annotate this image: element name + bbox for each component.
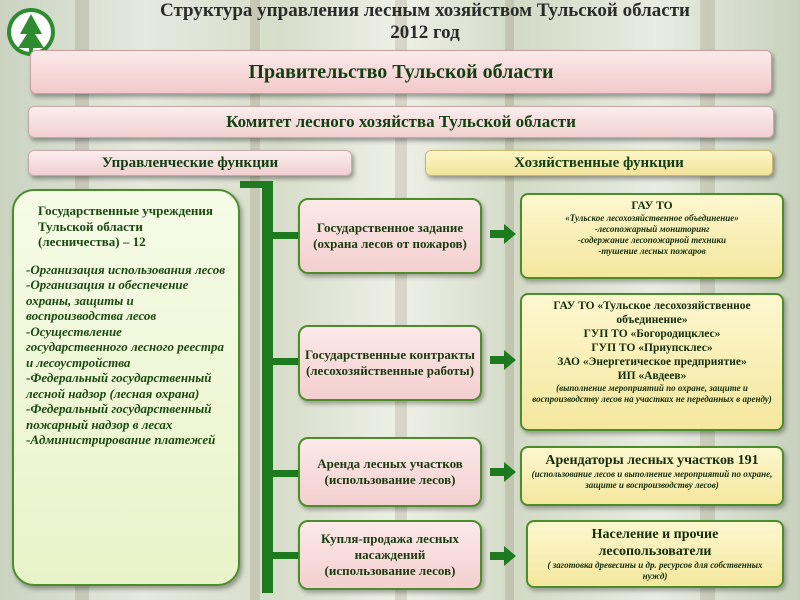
forest-lease-box: Аренда лесных участков (использование ле… — [298, 437, 482, 507]
mid-line1: Аренда лесных участков — [317, 456, 463, 471]
connector-line — [273, 470, 298, 477]
population-box: Население и прочие лесопользователи ( за… — [526, 520, 784, 588]
right-line: -лесопожарный мониторинг — [594, 224, 710, 234]
function-item: -Федеральный государственный пожарный на… — [26, 401, 212, 432]
population-note: ( заготовка древесины и др. ресурсов для… — [547, 560, 763, 581]
connector-line — [273, 552, 298, 559]
institutions-heading: Государственные учреждения Тульской обла… — [38, 203, 213, 249]
mid-line1: Государственное задание — [316, 220, 464, 235]
arrow-right-icon — [490, 546, 516, 566]
background-trunk — [250, 0, 260, 600]
right-line: «Тульское лесохозяйственное объединение» — [565, 213, 739, 223]
function-item: -Организация и обеспечение охраны, защит… — [26, 277, 189, 323]
forestry-institutions-panel: Государственные учреждения Тульской обла… — [12, 189, 240, 586]
management-functions-box: Управленческие функции — [28, 150, 352, 176]
mid-line2: (использование лесов) — [324, 472, 456, 487]
mid-line2: (лесохозяйственные работы) — [305, 363, 475, 378]
connector-spine — [262, 181, 273, 593]
right-line: -содержание лесопожарной техники — [577, 235, 727, 245]
leaseholders-note: (использование лесов и выполнение меропр… — [531, 469, 773, 490]
timber-sale-box: Купля-продажа лесных насаждений (использ… — [298, 520, 482, 590]
mid-line2: (охрана лесов от пожаров) — [313, 236, 467, 251]
right-head: ГАУ ТО — [631, 200, 673, 212]
contractor-name: ЗАО «Энергетическое предприятие» — [557, 356, 747, 368]
gau-to-box: ГАУ ТО «Тульское лесохозяйственное объед… — [520, 193, 784, 279]
arrow-right-icon — [490, 224, 516, 244]
contractor-name: ИП «Авдеев» — [617, 370, 687, 382]
contractor-name: ГУП ТО «Богородицклес» — [583, 328, 721, 340]
leaseholders-box: Арендаторы лесных участков 191 (использо… — [520, 446, 784, 506]
economic-functions-box: Хозяйственные функции — [425, 150, 773, 176]
arrow-right-icon — [490, 462, 516, 482]
mid-line2: (использование лесов) — [324, 563, 456, 578]
function-item: -Осуществление государственного лесного … — [26, 323, 225, 370]
page-title: Структура управления лесным хозяйством Т… — [60, 0, 790, 44]
background-trunk — [505, 0, 514, 600]
title-line1: Структура управления лесным хозяйством Т… — [159, 0, 691, 21]
function-item: -Организация использования лесов — [26, 261, 225, 277]
connector-line — [240, 181, 273, 188]
connector-line — [273, 358, 298, 365]
state-contracts-box: Государственные контракты (лесохозяйстве… — [298, 325, 482, 401]
committee-box: Комитет лесного хозяйства Тульской облас… — [28, 106, 774, 138]
title-year: 2012 год — [390, 22, 460, 43]
connector-line — [273, 232, 298, 239]
right-line: -тушение лесных пожаров — [598, 246, 706, 256]
contractor-name: ГУП ТО «Приупсклес» — [591, 342, 713, 354]
contractors-note: (выполнение мероприятий по охране, защит… — [532, 383, 772, 404]
government-box: Правительство Тульской области — [30, 50, 772, 94]
contractor-name: ГАУ ТО «Тульское лесохозяйственное объед… — [553, 300, 751, 326]
leaseholders-head: Арендаторы лесных участков 191 — [545, 453, 759, 468]
function-item: -Администрирование платежей — [26, 432, 216, 447]
mid-line1: Купля-продажа лесных насаждений — [321, 531, 459, 562]
contractors-box: ГАУ ТО «Тульское лесохозяйственное объед… — [520, 293, 784, 431]
state-assignment-box: Государственное задание (охрана лесов от… — [298, 198, 482, 274]
function-item: -Федеральный государственный лесной надз… — [26, 370, 212, 401]
mid-line1: Государственные контракты — [305, 347, 475, 362]
arrow-right-icon — [490, 350, 516, 370]
population-head: Население и прочие лесопользователи — [591, 527, 719, 559]
